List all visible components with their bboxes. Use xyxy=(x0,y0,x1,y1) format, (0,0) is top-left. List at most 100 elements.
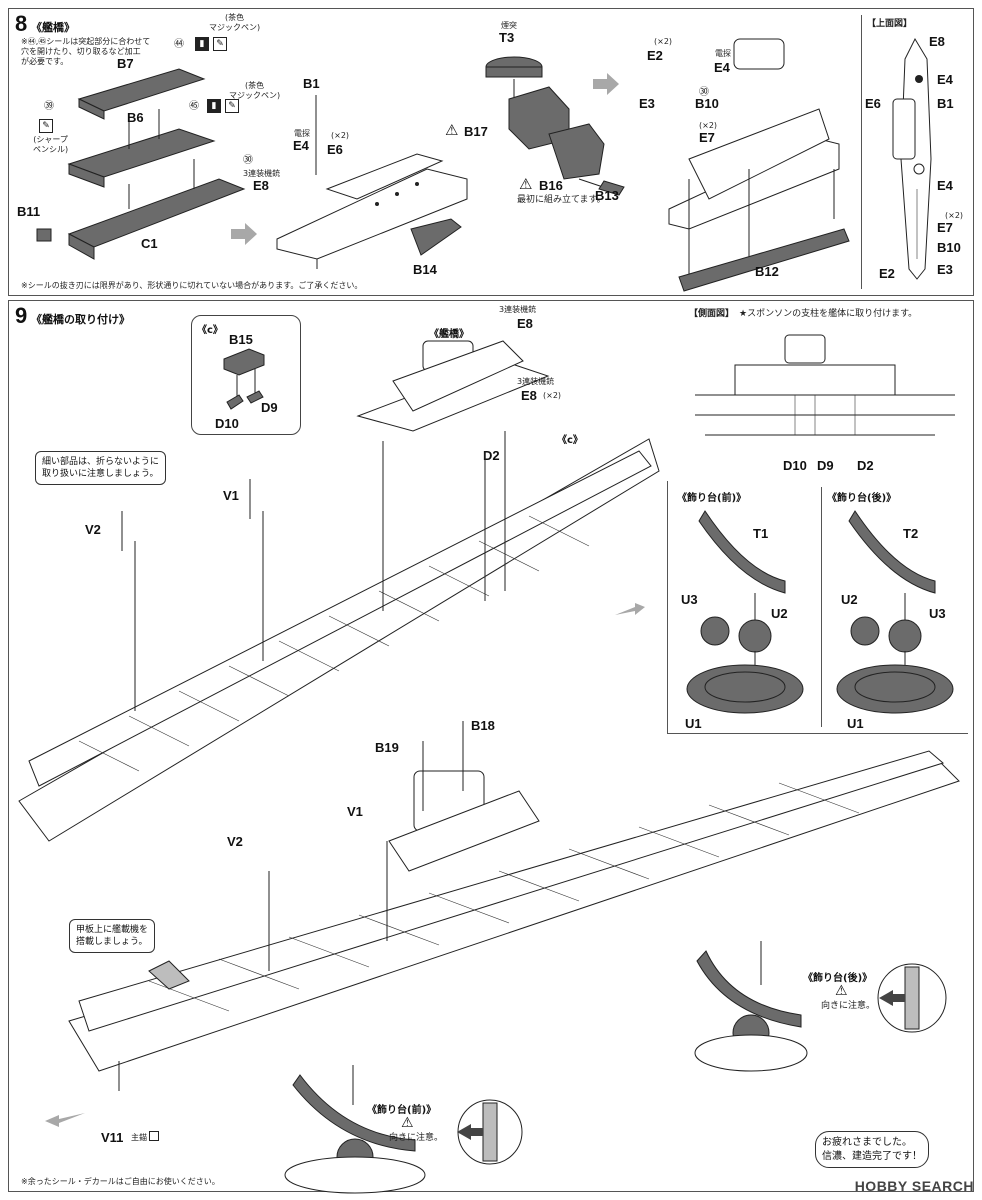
b15-drawing xyxy=(223,348,265,410)
side-view-title: 【側面図】 xyxy=(689,309,735,319)
part-V2-a: V2 xyxy=(85,522,101,537)
sharp-label: (シャープ ペンシル) xyxy=(33,135,69,154)
part-E3: E3 xyxy=(639,96,655,111)
top-view-drawing xyxy=(892,37,932,280)
pencil-39-icon: ✎ xyxy=(39,119,53,133)
part-D10: D10 xyxy=(215,416,239,431)
b1-mast-drawing xyxy=(315,95,317,175)
part-U2-a: U2 xyxy=(771,606,788,621)
v-mast-drawing-b xyxy=(249,479,251,519)
warning-icon-front: ⚠ xyxy=(401,1115,414,1131)
sticker-39-label: ㊴ xyxy=(44,101,54,112)
part-U1-b: U1 xyxy=(847,716,864,731)
funnel-assembly-drawing xyxy=(485,56,625,196)
part-V2-b: V2 xyxy=(227,834,243,849)
step9-number: 9 xyxy=(15,303,28,328)
top-view-title: 【上面図】 xyxy=(867,19,913,29)
part-B6: B6 xyxy=(127,110,144,125)
side-view-D10: D10 xyxy=(783,458,807,473)
top-view-B1: B1 xyxy=(937,96,954,111)
pen-label-45: (茶色 マジックペン) xyxy=(229,81,281,100)
triple-mg-label-b: 3連装機銃 xyxy=(499,305,537,314)
stands-divider xyxy=(821,487,822,727)
part-E8-b: E8 xyxy=(517,316,533,331)
callout-fragile: 細い部品は、折らないように 取り扱いに注意しましょう。 xyxy=(35,451,166,486)
part-V11: V11 xyxy=(101,1130,124,1145)
side-view-D2: D2 xyxy=(857,458,874,473)
finished-bubble: お疲れさまでした。 信濃、建造完了です！ xyxy=(815,1131,929,1168)
move-arrow-lower xyxy=(45,1113,85,1127)
top-view-frame xyxy=(861,15,972,289)
final-bridge-drawing xyxy=(668,38,850,292)
part-B1: B1 xyxy=(303,76,320,91)
step9-bottom-note: ※余ったシール・デカールはご自由にお使いください。 xyxy=(21,1177,220,1186)
main-anchor-label: 主錨 xyxy=(131,1133,147,1142)
part-B13: B13 xyxy=(595,188,619,203)
b14-part-drawing xyxy=(410,218,462,256)
stand-rear-drawing xyxy=(836,510,954,714)
part-C1: C1 xyxy=(141,236,158,251)
step8-number: 8 xyxy=(15,11,28,36)
warning-icon-b17: ⚠ xyxy=(445,121,459,139)
x2-e8: (×2) xyxy=(543,391,562,400)
triple-mg-label-a: 3連装機銃 xyxy=(243,169,281,178)
step8-bottom-note: ※シールの抜き刃には限界があり、形状通りに切れていない場合があります。ご了承くだ… xyxy=(21,281,363,290)
part-T2: T2 xyxy=(903,526,919,541)
sticker-44-icon: ▮ xyxy=(195,37,209,51)
part-T3: T3 xyxy=(499,30,515,45)
part-B18: B18 xyxy=(471,718,495,733)
part-E8-a: E8 xyxy=(253,178,269,193)
stand-rear-title-b: 《飾り台(後)》 xyxy=(803,973,873,984)
step9-panel: 9 《艦橋の取り付け》 《c》 B15 D9 D10 《艦橋》 3連装機銃 E8… xyxy=(8,300,974,1194)
x2-e7: (×2) xyxy=(699,121,718,130)
sticker-44-label: ㊹ xyxy=(174,39,184,50)
warning-icon-b16: ⚠ xyxy=(519,175,533,193)
x2-e6: (×2) xyxy=(331,131,350,140)
sticker-45-icon: ▮ xyxy=(207,99,221,113)
top-view-E4-b: E4 xyxy=(937,178,953,193)
top-view-E2: E2 xyxy=(879,266,895,281)
top-view-E6: E6 xyxy=(865,96,881,111)
top-view-E4-a: E4 xyxy=(937,72,953,87)
part-E6: E6 xyxy=(327,142,343,157)
step9-title: 《艦橋の取り付け》 xyxy=(31,313,130,326)
part-E2: E2 xyxy=(647,48,663,63)
part-U1-a: U1 xyxy=(685,716,702,731)
orientation-note-front: 向きに注意。 xyxy=(389,1133,444,1143)
radar-label-e4-b: 電探 xyxy=(715,49,731,58)
stand-front-title: 《飾り台(前)》 xyxy=(677,493,747,504)
step8-arrow-2 xyxy=(593,73,619,95)
part-B15: B15 xyxy=(229,332,253,347)
v-mast-drawing-a xyxy=(121,511,123,551)
watermark: HOBBY SEARCH xyxy=(854,1178,974,1194)
part-E4: E4 xyxy=(293,138,309,153)
side-view-note: ★スポンソンの支柱を艦体に取り付けます。 xyxy=(739,309,918,319)
part-V1-a: V1 xyxy=(223,488,239,503)
top-view-B10: B10 xyxy=(937,240,961,255)
pen-label-44: (茶色 マジックペン) xyxy=(209,13,261,32)
stand-rear-title: 《飾り台(後)》 xyxy=(827,493,897,504)
side-view-D9: D9 xyxy=(817,458,834,473)
part-B7: B7 xyxy=(117,56,134,71)
b16-note: 最初に組み立てます。 xyxy=(517,195,606,205)
part-U2-b: U2 xyxy=(841,592,858,607)
callout-aircraft: 甲板上に艦載機を 搭載しましょう。 xyxy=(69,919,156,954)
rear-orientation-detail xyxy=(877,963,947,1033)
stand-rear-in-use-drawing xyxy=(694,941,808,1072)
move-arrow-upper xyxy=(615,603,645,615)
funnel-label: 煙突 xyxy=(501,21,517,30)
top-view-E7: E7 xyxy=(937,220,953,235)
carrier-lower-drawing xyxy=(68,721,960,1091)
detail-c-ref: 《c》 xyxy=(557,435,583,446)
part-E4-b: E4 xyxy=(714,60,730,75)
part-B16: B16 xyxy=(539,178,563,193)
front-orientation-detail xyxy=(457,1099,523,1165)
x2-e2: (×2) xyxy=(654,37,673,46)
orientation-note-rear: 向きに注意。 xyxy=(821,1001,876,1011)
step8-sticker-note: ※㊹,㊺シールは突起部分に合わせて 穴を開けたり、切り取るなど加工 が必要です。 xyxy=(21,37,151,66)
bridge-label: 《艦橋》 xyxy=(429,329,469,340)
top-view-E8: E8 xyxy=(929,34,945,49)
stand-front-in-use-drawing xyxy=(284,1065,426,1194)
warning-icon-rear: ⚠ xyxy=(835,983,848,999)
pen-45-icon: ✎ xyxy=(225,99,239,113)
